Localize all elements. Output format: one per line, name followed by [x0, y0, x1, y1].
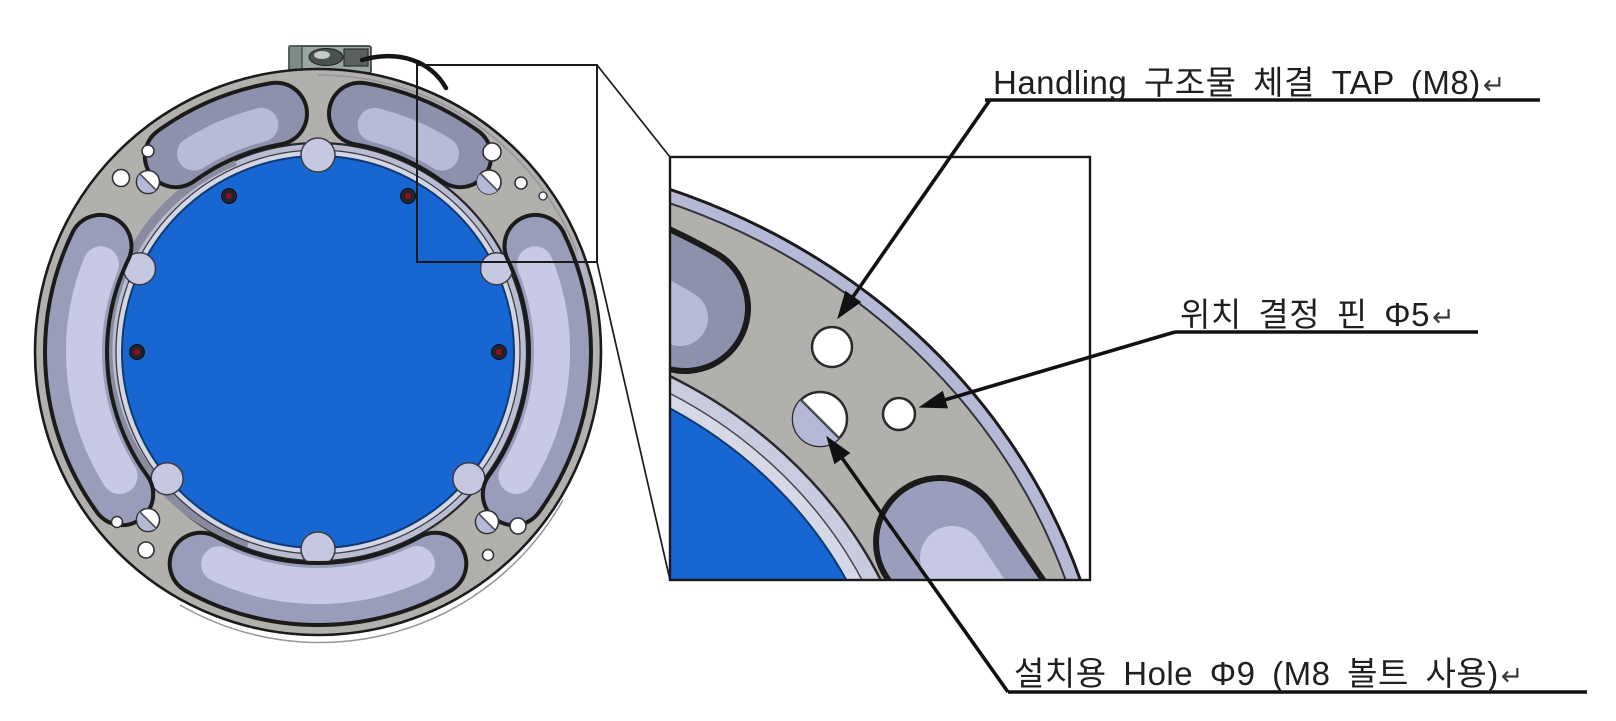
label-position-pin-text: 위치 결정 핀 Φ5: [1180, 296, 1430, 333]
detail-view: [668, 155, 1092, 582]
leader-handling-tap: [837, 98, 1540, 320]
hole-group-lower-left: [110, 507, 161, 559]
leader-position-pin: [918, 330, 1478, 409]
pin-hole-d5: [514, 176, 528, 190]
top-fixture: [288, 45, 449, 91]
disc-notches: [122, 137, 514, 567]
detail-view-border: [668, 155, 1092, 582]
blue-disc: [121, 155, 515, 549]
label-handling-tap-text: Handling 구조물 체결 TAP (M8): [993, 64, 1481, 101]
fixture-cable: [359, 53, 449, 91]
return-mark-icon: ↵: [1500, 661, 1524, 691]
hole-groups: [110, 142, 548, 562]
detail-tap-hole-m8: [810, 325, 854, 369]
label-install-hole-text: 설치용 Hole Φ9 (M8 볼트 사용): [1014, 655, 1499, 692]
detail-pin-hole-d5: [881, 396, 917, 432]
return-mark-icon: ↵: [1482, 70, 1506, 100]
label-install-hole: 설치용 Hole Φ9 (M8 볼트 사용)↵: [1014, 647, 1524, 695]
main-view: [33, 45, 603, 644]
hole-group-upper-left: [111, 144, 161, 195]
hole-group-upper-right: [476, 142, 548, 201]
ring-slots: [43, 80, 593, 627]
detail-blue-disc: [670, 407, 848, 580]
leaders: [826, 98, 1587, 694]
label-handling-tap: Handling 구조물 체결 TAP (M8)↵: [993, 56, 1506, 104]
leader-install-hole: [826, 435, 1587, 694]
zoom-projection-lines: [596, 64, 671, 581]
hole-group-lower-right: [474, 509, 527, 562]
return-mark-icon: ↵: [1432, 302, 1456, 332]
inner-hub: [103, 141, 529, 563]
label-position-pin: 위치 결정 핀 Φ5↵: [1180, 288, 1455, 336]
tap-hole-m8: [482, 142, 502, 162]
zoom-source-box: [416, 64, 598, 263]
